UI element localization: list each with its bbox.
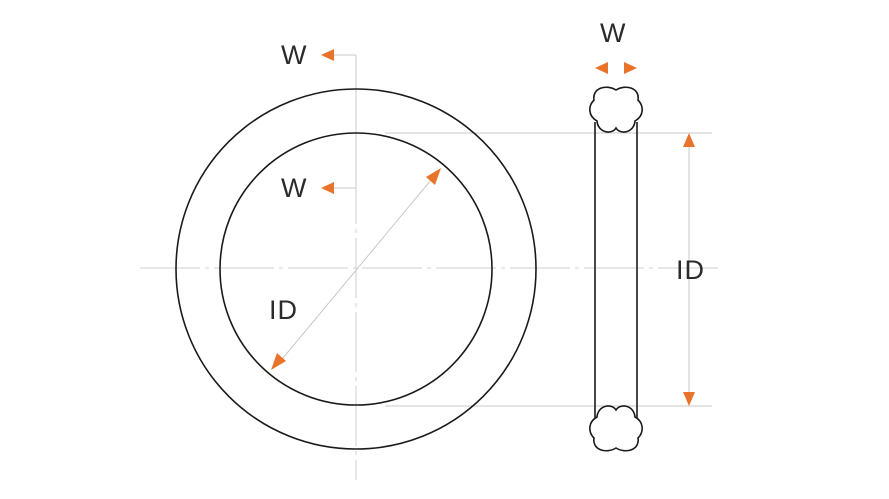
side-w-arrow-right [624, 62, 637, 74]
w-arrow-top [321, 49, 334, 61]
label-id-front: ID [269, 295, 298, 325]
id-arrow-top-right [426, 168, 441, 185]
side-top-section [589, 86, 643, 133]
label-w-outer: W [281, 40, 307, 70]
label-w-inner: W [281, 173, 307, 203]
label-w-side: W [600, 18, 626, 48]
id-arrow-bottom-left [271, 353, 286, 370]
label-id-side: ID [676, 255, 705, 285]
outer-circle [175, 88, 537, 450]
side-bottom-section [589, 405, 643, 452]
id-diagonal-line [277, 173, 437, 365]
side-id-arrow-bottom [683, 392, 695, 406]
extension-lines [332, 54, 712, 407]
w-arrows-front [321, 49, 334, 194]
side-view-ring [589, 86, 643, 452]
side-w-dimension [595, 62, 637, 74]
id-diagonal-dimension [271, 168, 441, 370]
front-view-ring [175, 88, 537, 450]
side-w-arrow-left [595, 62, 608, 74]
side-id-arrow-top [683, 133, 695, 147]
inner-circle [219, 132, 493, 406]
w-arrow-middle [321, 182, 334, 194]
side-id-dimension [683, 133, 695, 406]
